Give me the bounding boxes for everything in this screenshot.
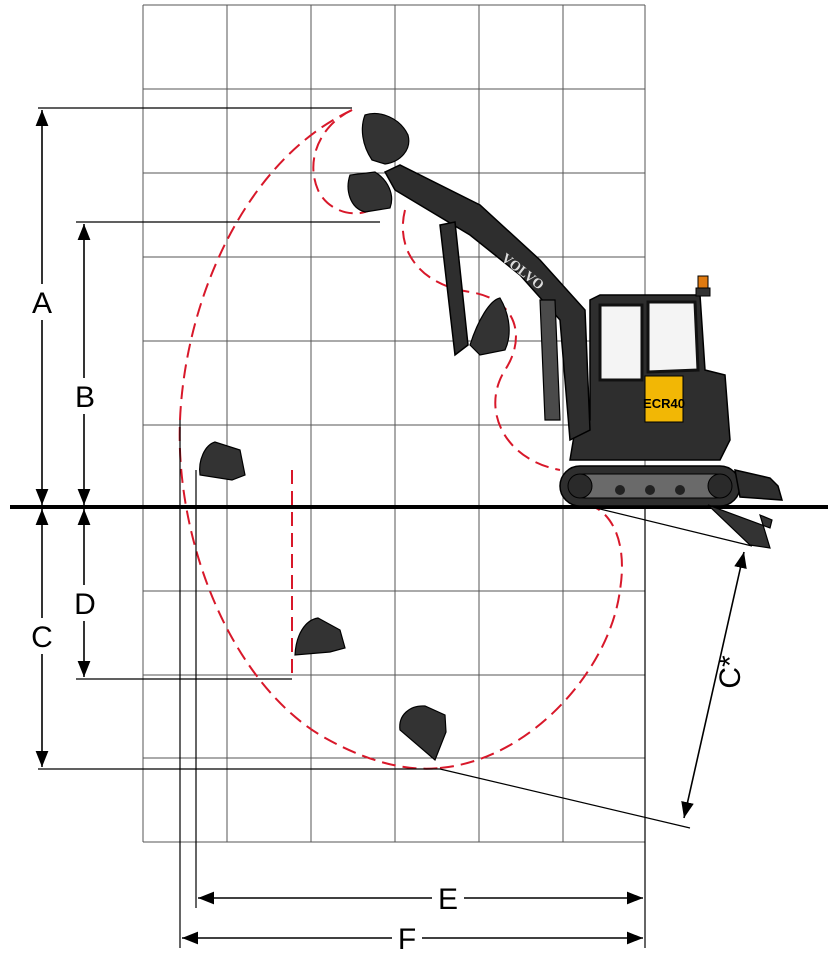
reach-envelope: [178, 109, 623, 770]
cab-window: [598, 303, 644, 382]
dimension-C-star: C*: [681, 551, 756, 819]
bucket-dig-depth: [294, 617, 346, 656]
bucket-max-depth: [399, 705, 447, 762]
cab-side-window: [646, 300, 700, 374]
background-grid: [142, 4, 646, 843]
label-F: F: [398, 923, 416, 956]
dimension-F: F: [182, 920, 643, 956]
dimension-E: E: [198, 880, 643, 916]
label-D: D: [74, 588, 96, 621]
dimension-A: A: [28, 110, 56, 505]
label-B: B: [75, 381, 95, 414]
track-assembly: [559, 465, 741, 507]
bucket-raised-second: [347, 171, 393, 213]
boom-cylinder: [539, 299, 561, 421]
dimension-D: D: [70, 509, 100, 677]
label-C-star: C*: [714, 655, 747, 689]
extension-lines: [38, 107, 753, 948]
bucket-curled: [469, 297, 510, 356]
dozer-blade: [734, 469, 784, 501]
dimension-C: C: [26, 509, 58, 767]
bucket-raised-top: [361, 113, 410, 165]
dipper-stick: [439, 221, 469, 357]
label-A: A: [32, 287, 52, 320]
label-C: C: [31, 621, 53, 654]
excavator: ECR40 VOLVO: [347, 113, 784, 549]
model-label: ECR40: [643, 396, 685, 411]
dozer-blade-lowered: [707, 504, 773, 549]
label-E: E: [438, 883, 458, 916]
dimension-B: B: [70, 224, 98, 505]
bucket-max-reach: [199, 441, 246, 481]
model-decal: [644, 375, 684, 423]
